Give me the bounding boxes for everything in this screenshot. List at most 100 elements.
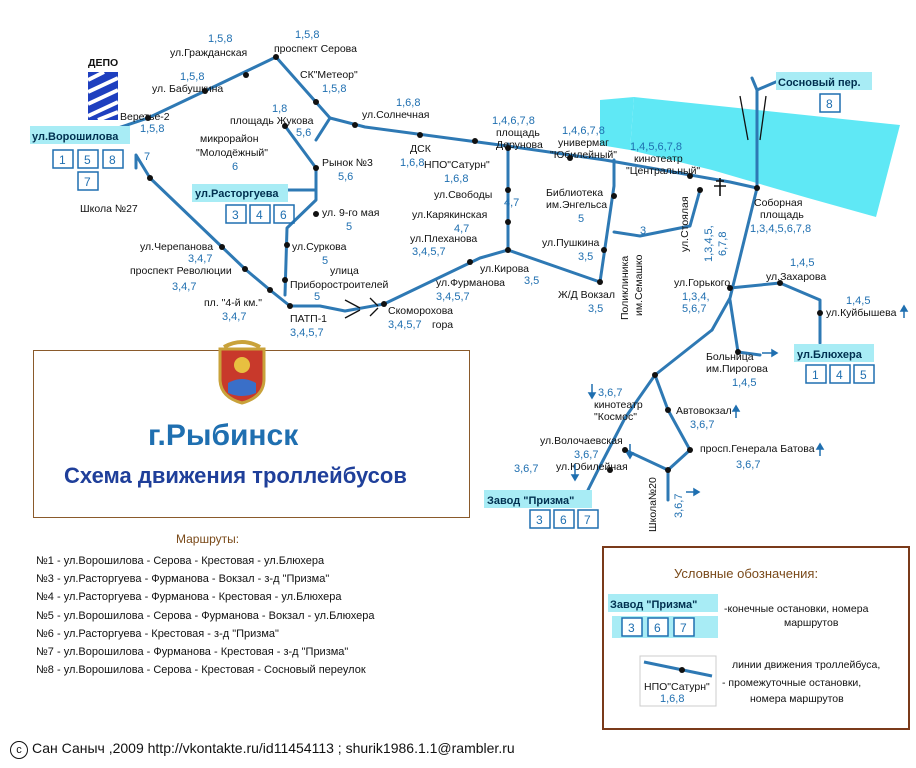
- svg-text:площадь: площадь: [496, 127, 540, 139]
- svg-text:3: 3: [232, 208, 239, 222]
- route-item: №8 - ул.Ворошилова - Серова - Крестовая …: [36, 664, 366, 677]
- svg-text:Поликлиника: Поликлиника: [619, 256, 631, 320]
- svg-text:"Центральный": "Центральный": [626, 165, 700, 177]
- svg-text:пл. "4-й км.": пл. "4-й км.": [204, 297, 262, 309]
- svg-text:3,4,5,7: 3,4,5,7: [436, 291, 470, 303]
- svg-text:им.Энгельса: им.Энгельса: [546, 199, 607, 211]
- water-area-left: [600, 97, 634, 150]
- svg-text:Ж/Д Вокзал: Ж/Д Вокзал: [558, 289, 615, 301]
- legend-line-stop: НПО"Сатурн": [644, 681, 710, 693]
- svg-text:НПО"Сатурн": НПО"Сатурн": [424, 159, 490, 171]
- svg-text:1,4,5: 1,4,5: [732, 377, 756, 389]
- route-item: №6 - ул.Расторгуева - Крестовая - з-д "П…: [36, 627, 279, 640]
- svg-text:3,4,7: 3,4,7: [188, 253, 212, 265]
- svg-text:3,6,7: 3,6,7: [690, 419, 714, 431]
- legend-line-desc1: линии движения троллейбуса,: [732, 659, 880, 671]
- svg-text:"Юбилейный": "Юбилейный": [550, 149, 617, 161]
- svg-text:1,4,5,6,7,8: 1,4,5,6,7,8: [630, 141, 682, 153]
- legend: Условные обозначения: Завод "Призма" 3 6…: [602, 546, 910, 730]
- svg-text:Приборостроителей: Приборостроителей: [290, 279, 389, 291]
- legend-route-num: 7: [680, 621, 687, 635]
- route-item: №4 - ул.Расторгуева - Фурманова - Кресто…: [36, 591, 342, 604]
- route-item: №7 - ул.Ворошилова - Фурманова - Крестов…: [36, 646, 349, 659]
- svg-text:"Молодёжный": "Молодёжный": [196, 147, 268, 159]
- svg-text:универмаг: универмаг: [558, 137, 609, 149]
- routes-header: Маршруты:: [176, 532, 240, 546]
- svg-text:4,7: 4,7: [454, 223, 469, 235]
- legend-line-routes: 1,6,8: [660, 693, 684, 705]
- svg-text:микрорайон: микрорайон: [200, 133, 259, 145]
- terminal-prizma[interactable]: Завод "Призма" 3 6 7: [484, 490, 599, 529]
- svg-text:3,5: 3,5: [524, 275, 539, 287]
- terminal-sosnovy[interactable]: Сосновый пер. 8: [776, 72, 872, 113]
- svg-text:3: 3: [640, 225, 646, 237]
- legend-terminal-desc2: маршрутов: [784, 617, 839, 629]
- svg-text:ул.Карякинская: ул.Карякинская: [412, 209, 487, 221]
- route-item: №1 - ул.Ворошилова - Серова - Крестовая …: [36, 555, 325, 567]
- svg-text:7: 7: [584, 513, 591, 527]
- svg-text:1,3,4,5,: 1,3,4,5,: [703, 225, 715, 262]
- legend-route-num: 6: [654, 621, 661, 635]
- svg-text:5,6,7: 5,6,7: [682, 303, 706, 315]
- legend-terminal-desc: -конечные остановки, номера: [724, 603, 869, 615]
- svg-text:3,4,5,7: 3,4,5,7: [290, 327, 324, 339]
- svg-text:3,6,7: 3,6,7: [673, 494, 685, 518]
- svg-text:ул.Горького: ул.Горького: [674, 277, 730, 289]
- svg-text:Завод "Призма": Завод "Призма": [487, 495, 574, 507]
- svg-text:1,5,8: 1,5,8: [140, 123, 164, 135]
- svg-text:5: 5: [346, 221, 352, 233]
- svg-text:5: 5: [314, 291, 320, 303]
- water-area: [630, 97, 900, 217]
- svg-text:ул.Ворошилова: ул.Ворошилова: [32, 131, 119, 143]
- svg-text:Дерунова: Дерунова: [496, 139, 543, 151]
- svg-text:ул.Черепанова: ул.Черепанова: [140, 241, 213, 253]
- svg-text:3: 3: [536, 513, 543, 527]
- svg-text:8: 8: [826, 97, 833, 111]
- svg-text:Соборная: Соборная: [754, 197, 802, 209]
- svg-text:Автовокзал: Автовокзал: [676, 405, 732, 417]
- svg-text:1: 1: [59, 153, 66, 167]
- svg-text:Школа№20: Школа№20: [647, 477, 659, 532]
- svg-text:5: 5: [860, 368, 867, 382]
- svg-text:1,6,8: 1,6,8: [444, 173, 468, 185]
- svg-text:ул.Захарова: ул.Захарова: [766, 271, 826, 283]
- title-box: г.Рыбинск Схема движения троллейбусов: [33, 340, 470, 518]
- svg-text:3,4,5,7: 3,4,5,7: [388, 319, 422, 331]
- svg-text:просп.Генерала Батова: просп.Генерала Батова: [700, 443, 815, 455]
- city-coat-of-arms-icon: [218, 340, 266, 405]
- svg-text:Сосновый пер.: Сосновый пер.: [778, 77, 861, 89]
- svg-text:ул.Свободы: ул.Свободы: [434, 189, 492, 201]
- svg-text:5,6: 5,6: [338, 171, 353, 183]
- svg-text:3,4,5,7: 3,4,5,7: [412, 246, 446, 258]
- svg-text:5: 5: [84, 153, 91, 167]
- svg-text:ул.Расторгуева: ул.Расторгуева: [195, 188, 279, 200]
- svg-text:1,4,6,7,8: 1,4,6,7,8: [492, 115, 535, 127]
- svg-text:проспект Революции: проспект Революции: [130, 265, 232, 277]
- map-subtitle: Схема движения троллейбусов: [64, 463, 407, 488]
- svg-text:6: 6: [280, 208, 287, 222]
- svg-text:кинотеатр: кинотеатр: [634, 153, 683, 165]
- svg-text:1,3,4,: 1,3,4,: [682, 291, 710, 303]
- svg-text:4: 4: [256, 208, 263, 222]
- svg-text:ул.Волочаевская: ул.Волочаевская: [540, 435, 623, 447]
- svg-text:ул.Солнечная: ул.Солнечная: [362, 109, 429, 121]
- route-item: №3 - ул.Расторгуева - Фурманова - Вокзал…: [36, 573, 330, 586]
- svg-text:улица: улица: [330, 265, 359, 277]
- svg-text:ул.Пушкина: ул.Пушкина: [542, 237, 600, 249]
- svg-text:гора: гора: [432, 319, 453, 331]
- svg-text:3,6,7: 3,6,7: [574, 449, 598, 461]
- svg-text:5,6: 5,6: [296, 127, 311, 139]
- svg-text:3,6,7: 3,6,7: [598, 387, 622, 399]
- terminal-voroshilova[interactable]: ул.Ворошилова 1 5 8 7: [30, 126, 130, 191]
- copyright-icon: c: [10, 741, 28, 759]
- svg-text:ул.Куйбышева: ул.Куйбышева: [826, 307, 897, 319]
- depot-label: ДЕПО: [88, 57, 118, 69]
- svg-text:7: 7: [144, 151, 150, 163]
- svg-text:8: 8: [109, 153, 116, 167]
- terminal-blyukhera[interactable]: ул.Блюхера 1 4 5: [794, 344, 875, 384]
- svg-text:6,7,8: 6,7,8: [717, 232, 729, 256]
- svg-text:1,5,8: 1,5,8: [295, 29, 319, 41]
- terminal-rastorgueva[interactable]: ул.Расторгуева 3 4 6: [192, 184, 295, 224]
- svg-text:площадь Жукова: площадь Жукова: [230, 115, 314, 127]
